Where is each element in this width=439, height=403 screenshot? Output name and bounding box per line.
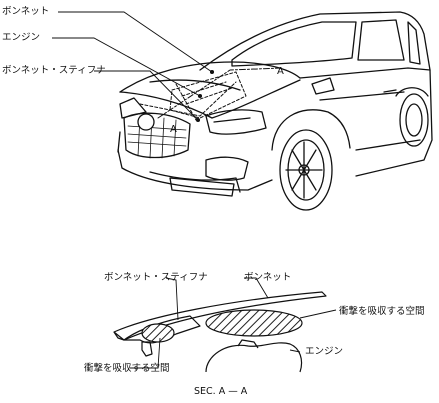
label-stiffener: ボンネット・スティフナ (2, 65, 106, 76)
section-label-stiffener: ボンネット・スティフナ (104, 272, 208, 283)
section-mark-a-left: A (170, 124, 177, 135)
label-engine: エンジン (2, 32, 41, 43)
section-diagram (113, 291, 327, 373)
section-caption: SEC. A — A (194, 386, 248, 397)
label-bonnet: ボンネット (2, 6, 50, 17)
section-label-bonnet: ボンネット (244, 272, 292, 283)
section-mark-a-right: A (277, 66, 284, 77)
section-label-absorb-left: 衝撃を吸収する空間 (84, 363, 170, 374)
top-leader-lines (52, 11, 215, 123)
section-label-engine: エンジン (305, 346, 344, 357)
car-illustration (117, 11, 433, 211)
section-label-absorb-right: 衝撃を吸収する空間 (339, 306, 425, 317)
bottom-leader-lines (130, 277, 337, 369)
